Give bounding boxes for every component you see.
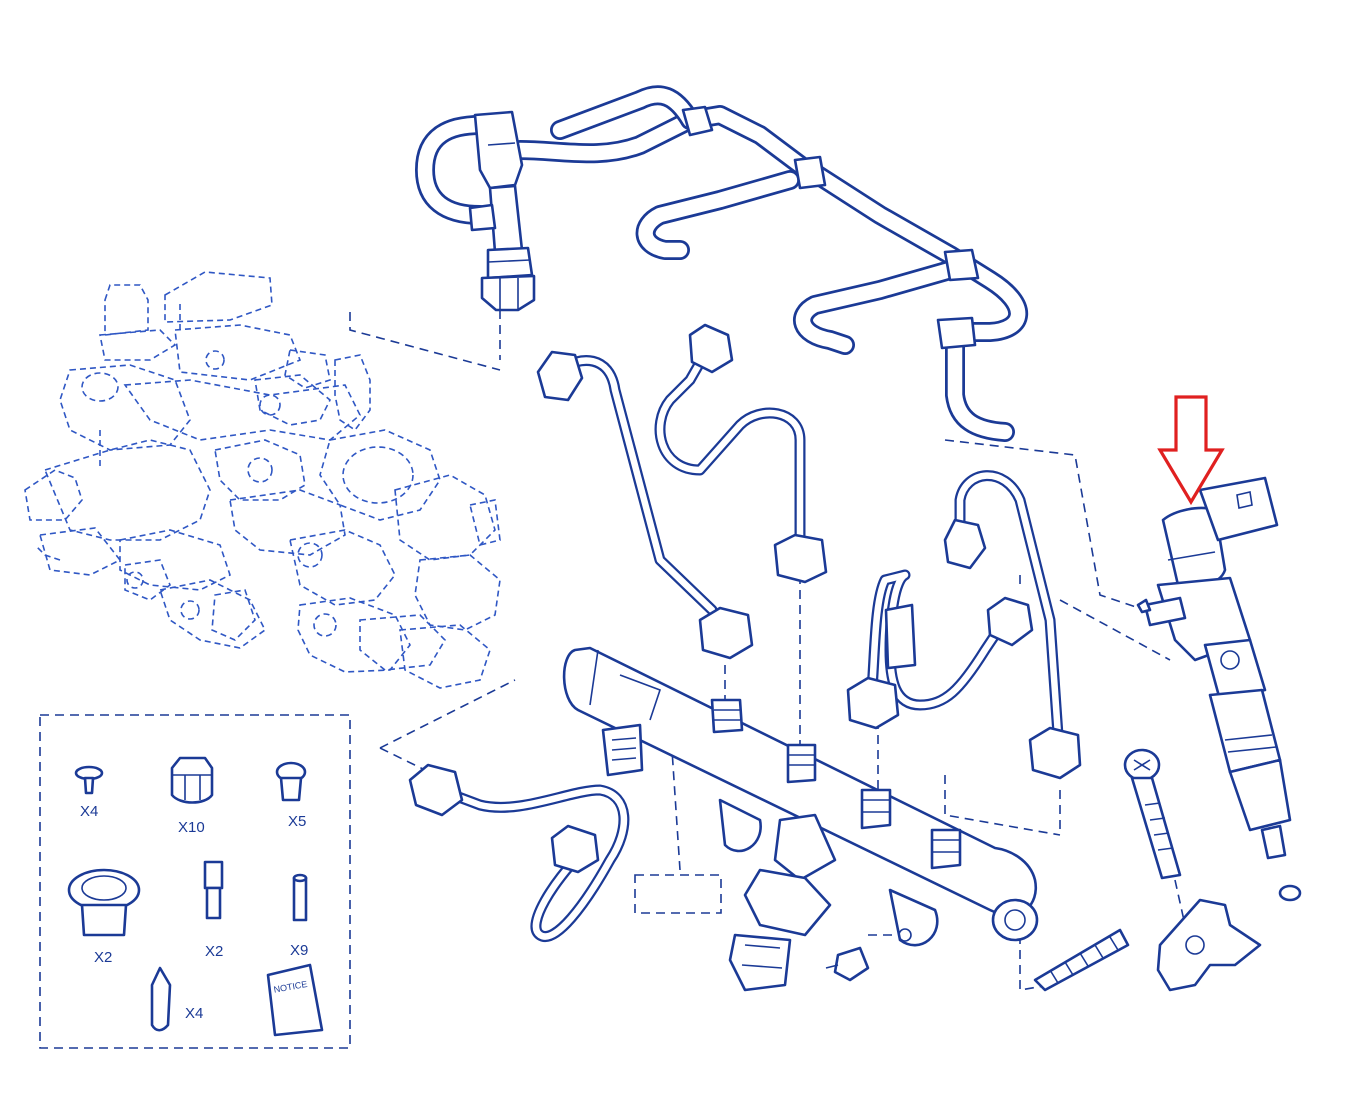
- screw-plug-part: [74, 765, 104, 795]
- small-pin-part: [292, 873, 308, 922]
- return-hose-assembly: [415, 85, 1029, 442]
- qty-label-cap: X10: [178, 819, 205, 836]
- fixings: [1033, 748, 1302, 992]
- kit-inset: NOTICE X4 X10 X5 X2 X2 X9 X4: [39, 714, 351, 1049]
- large-cap-part: [67, 868, 141, 937]
- cap-part: [170, 756, 214, 804]
- qty-label-small-cap: X5: [288, 813, 306, 830]
- injector: [1136, 476, 1292, 860]
- long-plug-part: [203, 860, 224, 920]
- qty-label-pointed-plug: X4: [185, 1005, 203, 1022]
- small-cap-part: [275, 761, 307, 802]
- qty-label-screw-plug: X4: [80, 803, 98, 820]
- notice-booklet: NOTICE: [266, 963, 324, 1037]
- qty-label-long-plug: X2: [205, 943, 223, 960]
- highlight-arrow: [1157, 395, 1225, 506]
- qty-label-large-cap: X2: [94, 949, 112, 966]
- pointed-plug-part: [150, 966, 172, 1032]
- high-pressure-pump: [24, 271, 501, 689]
- fuel-rail: [562, 646, 1039, 992]
- high-pressure-pipes: [408, 323, 1082, 942]
- qty-label-small-pin: X9: [290, 942, 308, 959]
